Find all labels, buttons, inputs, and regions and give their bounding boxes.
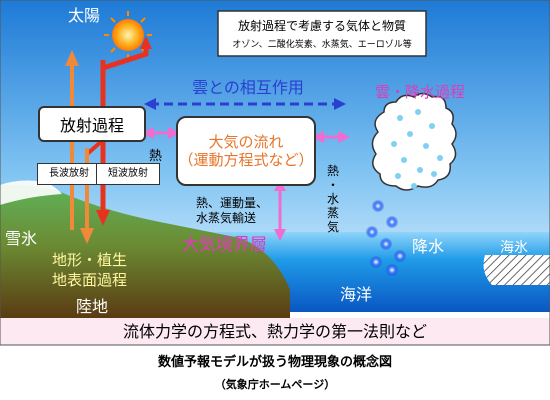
land-label: 陸地 (76, 297, 108, 316)
sea-ice-label: 海氷 (500, 240, 528, 256)
cloud-droplet (429, 123, 435, 129)
cloud-droplet (395, 173, 401, 179)
snow-patch (0, 180, 62, 205)
cloud-droplet (407, 131, 413, 137)
longwave-arrow (65, 50, 94, 244)
sun-icon (104, 11, 152, 59)
heat-vapor-char-1: ・ (327, 178, 339, 192)
longwave-label: 長波放射 (37, 163, 101, 185)
radiation-process-label: 放射過程 (59, 116, 124, 135)
rain-drop (386, 264, 398, 276)
rain-drop (366, 226, 378, 238)
ocean-label: 海洋 (340, 285, 372, 304)
sea-ice-patch (483, 255, 550, 285)
gases-legend-subtitle: オゾン、二酸化炭素、水蒸気、エーロゾル等 (232, 38, 411, 50)
heat-vapor-label: 熱 ・ 水 蒸 気 (327, 164, 339, 234)
transport-line2: 水蒸気輸送 (196, 210, 256, 225)
heat-vapor-char-3: 蒸 (327, 206, 339, 220)
terrain-line1: 地形・植生 (52, 251, 127, 269)
rain-drop (380, 238, 392, 250)
cloud-droplet (437, 155, 443, 161)
heat-vapor-char-0: 熱 (327, 164, 339, 178)
caption-title: 数値予報モデルが扱う物理現象の概念図 (158, 354, 392, 370)
rain-drop (386, 216, 398, 228)
snow-ice-label: 雪氷 (5, 229, 37, 248)
cloud-icon (371, 92, 457, 191)
radiation-process-box: 放射過程 (38, 106, 146, 142)
cloud-droplet (423, 143, 429, 149)
rain-drop (372, 200, 384, 212)
caption-source: （気象庁ホームページ） (215, 377, 335, 391)
cloud-interaction-label: 雲との相互作用 (192, 78, 304, 97)
transport-line1: 熱、運動量、 (196, 196, 268, 210)
gases-legend-box (217, 10, 427, 57)
terrain-line2: 地表面過程 (52, 271, 127, 289)
cloud-droplet (411, 183, 417, 189)
heat-vapor-char-4: 気 (327, 219, 339, 234)
sun-label: 太陽 (68, 6, 100, 25)
cloud-droplet (401, 157, 407, 163)
cloud-droplet (415, 109, 421, 115)
rain-drop (370, 256, 382, 268)
diagram-frame (0, 0, 550, 346)
base-equations-label: 流体力学の方程式、熱力学の第一法則など (123, 322, 427, 341)
shortwave-label: 短波放射 (96, 163, 160, 185)
base-band (0, 318, 550, 345)
boundary-layer-label: 大気境界層 (182, 235, 267, 255)
heat-vapor-char-2: 水 (327, 192, 339, 206)
cloud-droplet (431, 171, 437, 177)
cloud-process-label: 雲・降水過程 (375, 83, 465, 101)
cloud-droplet (417, 167, 423, 173)
cloud-droplet (397, 115, 403, 121)
atmospheric-flow-line1: 大気の流れ (208, 133, 284, 151)
atmospheric-flow-line2: （運動方程式など） (178, 151, 314, 169)
rain-drop (394, 250, 406, 262)
gases-legend-title: 放射過程で考慮する気体と物質 (238, 18, 406, 33)
atmospheric-flow-box: 大気の流れ （運動方程式など） (176, 116, 316, 186)
precipitation-label: 降水 (412, 237, 444, 256)
heat-label: 熱 (149, 149, 162, 164)
rain-drops (366, 109, 443, 276)
cloud-droplet (391, 141, 397, 147)
